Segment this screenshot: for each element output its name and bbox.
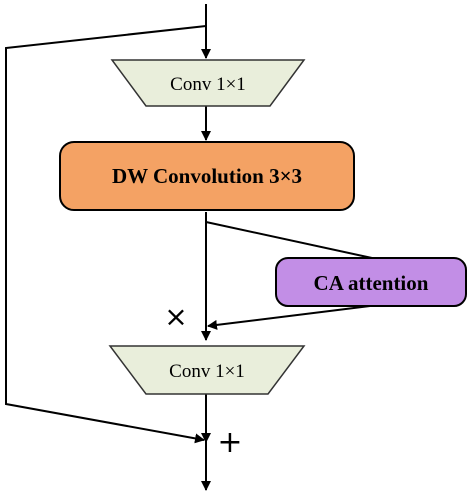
- ca-attention-block: [275, 257, 467, 307]
- dw-convolution-label: DW Convolution 3×3: [112, 164, 302, 188]
- conv-top-label: Conv 1×1: [170, 74, 246, 95]
- branch-to-ca-attention: [205, 221, 373, 259]
- conv-bottom-block: [108, 345, 306, 395]
- ca-attention-output-arrow: [207, 305, 371, 330]
- ca-attention-label: CA attention: [314, 271, 429, 295]
- multiply-symbol: ×: [164, 300, 187, 333]
- conv-bottom-label: Conv 1×1: [169, 361, 245, 382]
- add-symbol: +: [217, 425, 242, 460]
- conv-top-block: [110, 59, 306, 107]
- dw-convolution-block: [59, 141, 355, 211]
- residual-skip-path: [5, 25, 207, 444]
